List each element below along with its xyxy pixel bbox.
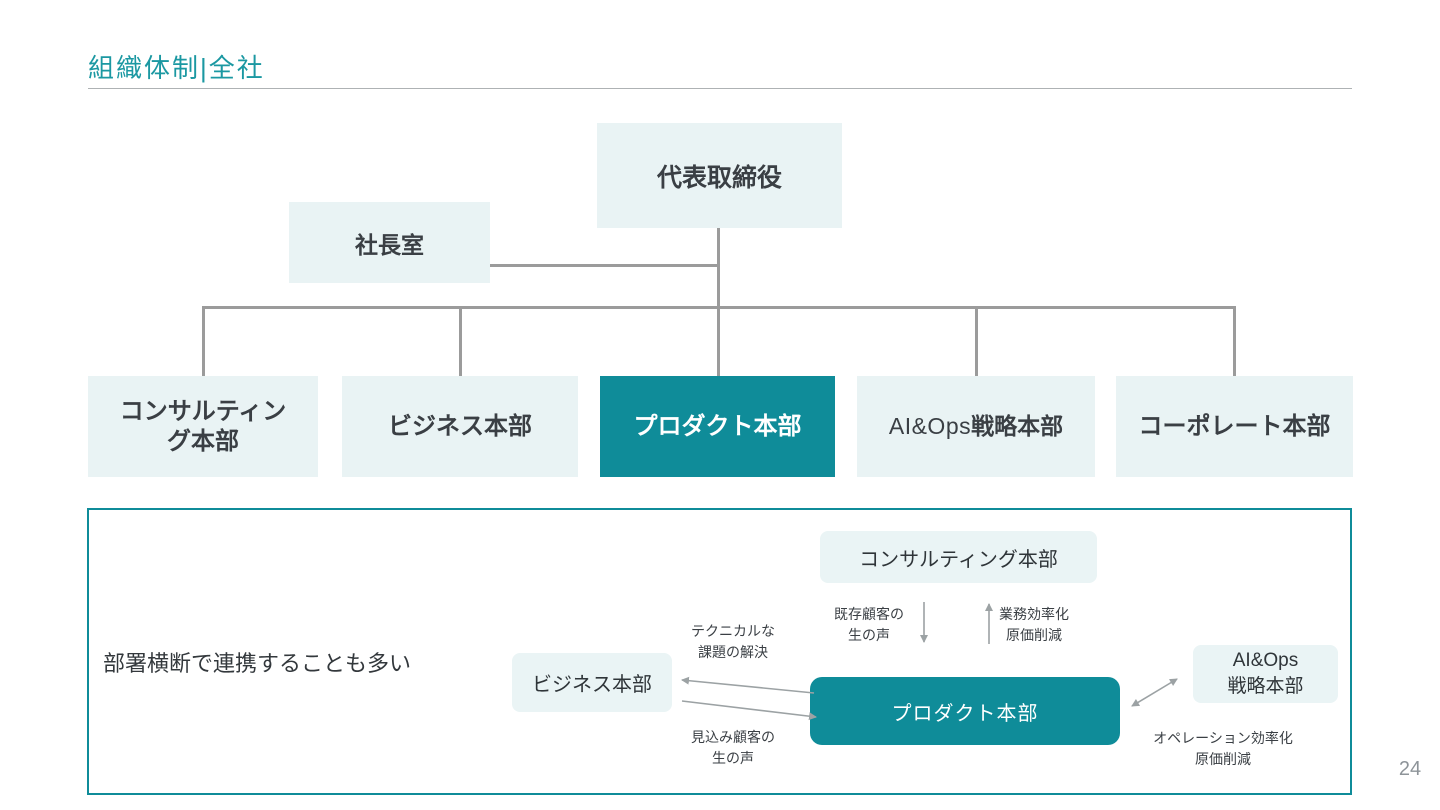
org-node-consulting: コンサルティン グ本部 [88, 376, 318, 477]
org-node-product-highlighted: プロダクト本部 [600, 376, 835, 477]
org-node-ceo-label: 代表取締役 [656, 163, 782, 192]
collab-node-business-label: ビジネス本部 [532, 674, 652, 696]
org-node-corporate-label: コーポレート本部 [1138, 412, 1331, 440]
connector-horizontal-bus [202, 306, 1236, 309]
connector-drop-corporate [1233, 307, 1236, 376]
flow-label-operation-efficiency: オペレーション効率化 原価削減 [1153, 730, 1293, 767]
connector-ceo-vertical [717, 228, 720, 376]
connector-drop-consulting [202, 307, 205, 376]
page-title: 組織体制|全社 [88, 53, 265, 83]
org-node-ceo: 代表取締役 [597, 123, 842, 228]
collab-node-aiops: AI&Ops 戦略本部 [1193, 645, 1338, 703]
flow-label-technical-issues: テクニカルな 課題の解決 [691, 623, 775, 660]
collab-node-product-label: プロダクト本部 [891, 702, 1039, 725]
org-node-product-label: プロダクト本部 [633, 412, 802, 440]
org-node-president-office: 社長室 [289, 202, 490, 283]
title-divider [88, 88, 1352, 89]
org-node-business-label: ビジネス本部 [388, 412, 532, 440]
collab-node-consulting: コンサルティング本部 [820, 531, 1097, 583]
collaboration-note: 部署横断で連携することも多い [103, 651, 412, 676]
org-node-business: ビジネス本部 [342, 376, 578, 477]
collab-node-consulting-label: コンサルティング本部 [859, 548, 1058, 571]
flow-label-efficiency: 業務効率化 原価削減 [999, 606, 1069, 643]
connector-drop-business [459, 307, 462, 376]
connector-drop-aiops [975, 307, 978, 376]
collab-node-business: ビジネス本部 [512, 653, 672, 712]
org-node-aiops-label-jp: 戦略本部 [971, 413, 1064, 440]
org-node-consulting-label: コンサルティン グ本部 [119, 397, 287, 455]
collab-node-product: プロダクト本部 [810, 677, 1120, 745]
page-number: 24 [1398, 758, 1422, 780]
connector-president-office [490, 264, 718, 267]
org-node-corporate: コーポレート本部 [1116, 376, 1353, 477]
flow-label-existing-customers: 既存顧客の 生の声 [834, 606, 904, 643]
org-node-president-office-label: 社長室 [355, 231, 424, 258]
collab-node-aiops-label: AI&Ops 戦略本部 [1227, 650, 1304, 697]
org-node-aiops: AI&Ops戦略本部 [857, 376, 1095, 477]
collaboration-panel [87, 508, 1352, 795]
flow-label-prospect-customers: 見込み顧客の 生の声 [691, 729, 775, 766]
org-node-aiops-label-latin: AI&Ops [888, 413, 972, 440]
